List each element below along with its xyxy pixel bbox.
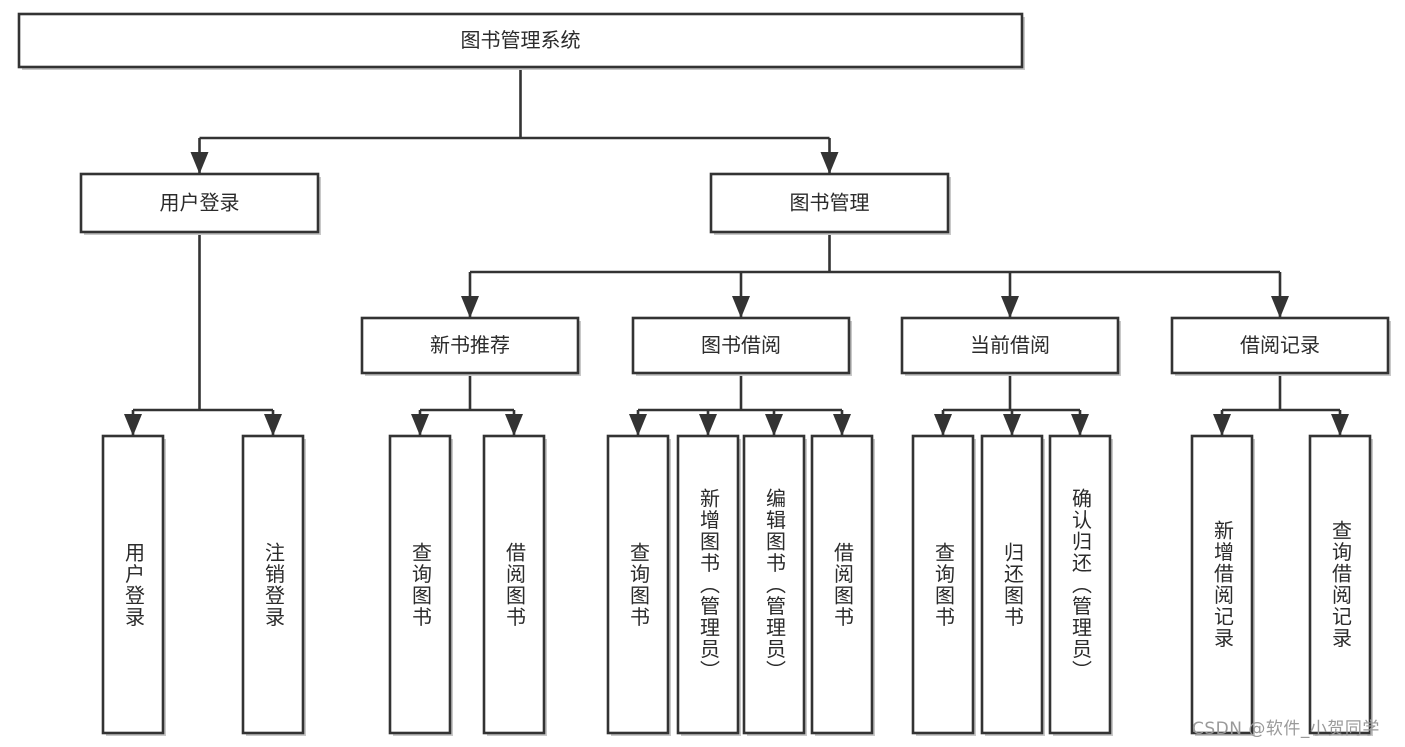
node-label-user-login: 用户登录: [160, 191, 240, 215]
node-box-current-borrow[interactable]: [900, 316, 1120, 375]
node-box-records-query-record[interactable]: [1308, 434, 1372, 735]
arrow-head-icon-current-query-book: [934, 414, 952, 436]
arrow-head-icon-current-confirm-return: [1071, 414, 1089, 436]
arrow-head-icon-records-query-record: [1331, 414, 1349, 436]
arrow-head-icon-user-login-leaf: [124, 414, 142, 436]
arrow-head-icon-borrow-edit-book: [765, 414, 783, 436]
arrow-head-icon-current-borrow: [1001, 296, 1019, 318]
arrow-head-icon-borrow-add-book: [699, 414, 717, 436]
arrow-head-icon-recommend-query-book: [411, 414, 429, 436]
node-label-borrow-records: 借阅记录: [1240, 333, 1320, 357]
node-box-borrow-edit-book[interactable]: [742, 434, 806, 735]
node-label-current-borrow: 当前借阅: [970, 333, 1050, 357]
arrow-head-icon-borrow-query-book: [629, 414, 647, 436]
arrow-head-icon-user-login: [190, 152, 209, 174]
node-box-borrow-borrow-book[interactable]: [810, 434, 874, 735]
node-box-borrow-records[interactable]: [1170, 316, 1390, 375]
arrow-head-icon-borrow-borrow-book: [833, 414, 851, 436]
node-box-user-logout-leaf[interactable]: [241, 434, 305, 735]
node-box-current-return-book[interactable]: [980, 434, 1044, 735]
arrow-head-icon-current-return-book: [1003, 414, 1021, 436]
node-box-records-add-record[interactable]: [1190, 434, 1254, 735]
node-label-book-borrow: 图书借阅: [701, 333, 781, 357]
arrow-head-icon-user-logout-leaf: [264, 414, 282, 436]
arrow-head-icon-book-borrow: [732, 296, 750, 318]
node-box-borrow-query-book[interactable]: [606, 434, 670, 735]
arrow-head-icon-book-management: [820, 152, 839, 174]
node-box-current-query-book[interactable]: [911, 434, 975, 735]
node-box-book-borrow[interactable]: [631, 316, 851, 375]
node-box-borrow-add-book[interactable]: [676, 434, 740, 735]
arrow-head-icon-recommend-borrow-book: [505, 414, 523, 436]
arrow-head-icon-new-book-recommend: [461, 296, 479, 318]
node-box-new-book-recommend[interactable]: [360, 316, 580, 375]
node-label-root: 图书管理系统: [461, 28, 581, 52]
node-box-current-confirm-return[interactable]: [1048, 434, 1112, 735]
arrow-head-icon-records-add-record: [1213, 414, 1231, 436]
node-label-book-management: 图书管理: [790, 191, 870, 215]
node-box-root[interactable]: [17, 12, 1024, 69]
node-box-user-login-leaf[interactable]: [101, 434, 165, 735]
node-box-user-login[interactable]: [79, 172, 320, 234]
node-label-new-book-recommend: 新书推荐: [430, 333, 510, 357]
connector-layer: [124, 67, 1349, 436]
node-box-recommend-query-book[interactable]: [388, 434, 452, 735]
node-box-recommend-borrow-book[interactable]: [482, 434, 546, 735]
arrow-head-icon-borrow-records: [1271, 296, 1289, 318]
node-box-book-management[interactable]: [709, 172, 950, 234]
watermark-text: CSDN @软件_小贺同学: [1192, 719, 1380, 739]
